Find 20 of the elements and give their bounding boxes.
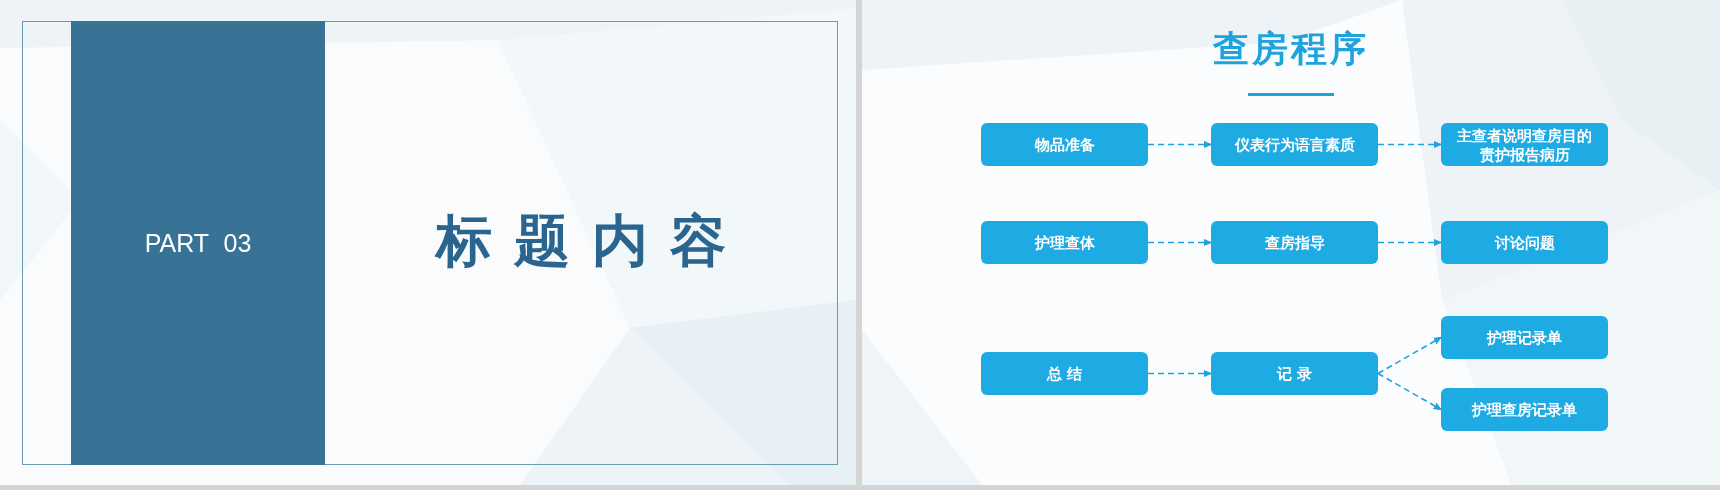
process-box: 护理查体 (981, 221, 1148, 264)
arrow (1147, 370, 1212, 377)
slide-title: 查房程序 (1213, 28, 1369, 70)
process-box: 讨论问题 (1441, 221, 1608, 264)
process-box: 主查者说明查房目的责护报告病历 (1441, 123, 1608, 166)
arrow (1147, 239, 1212, 246)
process-box: 护理查房记录单 (1441, 388, 1608, 431)
process-box: 总 结 (981, 352, 1148, 395)
process-box: 查房指导 (1211, 221, 1378, 264)
arrow (1377, 372, 1442, 411)
process-box: 仪表行为语言素质 (1211, 123, 1378, 166)
arrow (1377, 336, 1442, 375)
process-box: 物品准备 (981, 123, 1148, 166)
process-box: 记 录 (1211, 352, 1378, 395)
side-band: PART 03 (71, 21, 325, 465)
process-box: 护理记录单 (1441, 316, 1608, 359)
arrow (1377, 141, 1442, 148)
arrow (1147, 141, 1212, 148)
arrow (1377, 239, 1442, 246)
heading-text: 标题内容 (436, 209, 748, 273)
